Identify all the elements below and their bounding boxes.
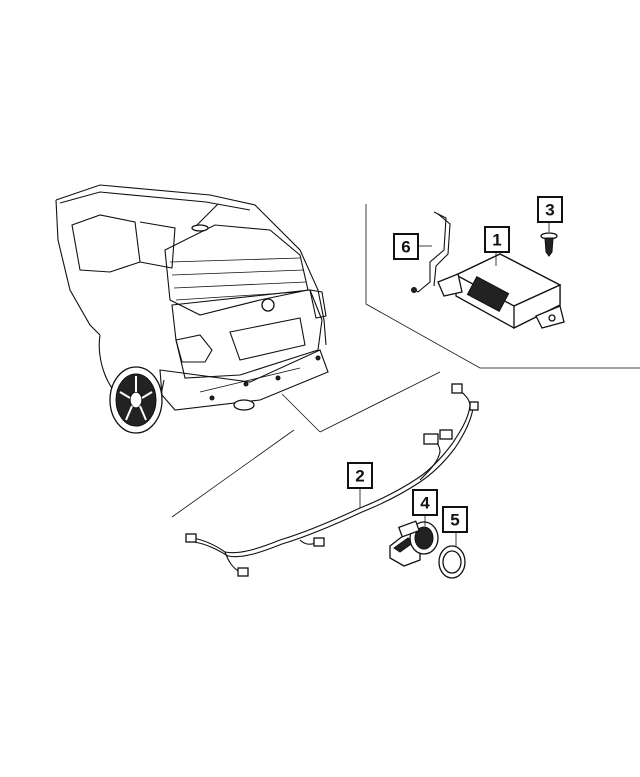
sensor-retainer-ring — [438, 545, 466, 579]
callout-5-label: 5 — [450, 511, 459, 530]
vehicle-illustration — [55, 184, 329, 434]
push-pin-clip — [540, 232, 558, 257]
callout-1-label: 1 — [492, 231, 501, 250]
callout-leaders — [359, 222, 550, 546]
park-assist-module — [437, 253, 565, 330]
harness-leader-lines — [171, 371, 441, 518]
callout-5: 5 — [442, 506, 468, 533]
callout-2-label: 2 — [355, 467, 364, 486]
module-detail-frame — [365, 204, 640, 369]
module-bracket — [411, 211, 451, 293]
sensor-wiring-harness — [185, 383, 479, 577]
callout-1: 1 — [484, 226, 510, 253]
callout-3-label: 3 — [545, 201, 554, 220]
callout-2: 2 — [347, 462, 373, 489]
ultrasonic-sensor — [389, 520, 439, 567]
callout-3: 3 — [537, 196, 563, 223]
callout-6: 6 — [393, 233, 419, 260]
callout-4-label: 4 — [420, 494, 430, 513]
callout-6-label: 6 — [401, 238, 410, 257]
callout-4: 4 — [412, 489, 438, 516]
